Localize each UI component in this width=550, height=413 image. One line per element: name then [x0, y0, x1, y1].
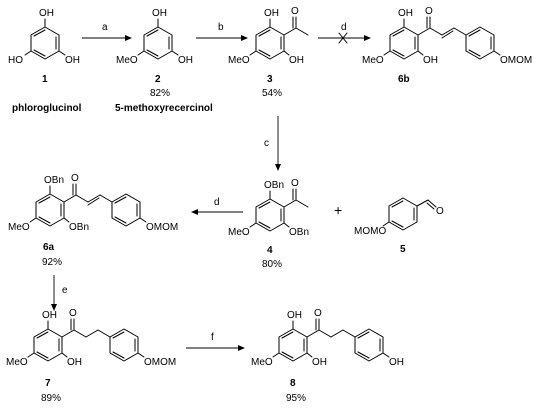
arrow-e: e — [51, 275, 68, 311]
compound-8: OH O MeO OH OH 8 95% — [251, 308, 404, 404]
methoxy-group: MeO — [116, 55, 138, 66]
methoxy-group: MeO — [251, 357, 273, 368]
mom-ether: MOMO — [354, 226, 386, 237]
condition-a: a — [102, 22, 108, 33]
compound-3: OH O MeO OH 3 54% — [228, 6, 309, 99]
plus-sign: + — [334, 202, 342, 218]
compound-yield: 92% — [42, 257, 62, 268]
hydroxyl-bottom: OH — [67, 357, 82, 368]
compound-yield: 80% — [262, 259, 282, 270]
ketone-oxygen: O — [425, 6, 433, 17]
compound-yield: 54% — [262, 88, 282, 99]
ketone-oxygen: O — [291, 6, 299, 17]
arrow-b: b — [196, 22, 248, 41]
benzyloxy-bottom: OBn — [289, 227, 309, 238]
compound-name: 5-methoxyrecercinol — [115, 103, 213, 114]
compound-5: O MOMO 5 — [354, 197, 444, 255]
compound-number: 6a — [43, 242, 55, 253]
compound-number: 6b — [398, 74, 410, 85]
compound-number: 5 — [400, 244, 406, 255]
hydroxyl-top: OH — [152, 8, 167, 19]
ketone-oxygen: O — [69, 308, 77, 319]
compound-2: OH MeO OH 2 82% 5-methoxyrecercinol — [115, 8, 213, 114]
hydroxyl-left: HO — [8, 55, 23, 66]
compound-7: OH O MeO OH OMOM 7 89% — [6, 308, 176, 404]
hydroxyl-right: OH — [178, 55, 193, 66]
condition-e: e — [62, 285, 68, 296]
hydroxyl-bottom: OH — [312, 357, 327, 368]
ketone-oxygen: O — [291, 178, 299, 189]
compound-number: 3 — [267, 74, 273, 85]
mom-ether: OMOM — [500, 55, 532, 66]
condition-b: b — [218, 22, 224, 33]
condition-f: f — [211, 332, 214, 343]
compound-number: 2 — [155, 74, 161, 85]
ketone-oxygen: O — [314, 308, 322, 319]
benzyloxy-bottom: OBn — [69, 222, 89, 233]
compound-number: 8 — [290, 378, 296, 389]
compound-number: 1 — [42, 74, 48, 85]
arrow-a: a — [82, 22, 132, 41]
compound-name: phloroglucinol — [12, 103, 82, 114]
methoxy-group: MeO — [228, 55, 250, 66]
aldehyde-oxygen: O — [436, 206, 444, 217]
benzyloxy-top: OBn — [264, 180, 284, 191]
hydroxyl-top: OH — [39, 8, 54, 19]
arrow-d-blocked: d — [318, 22, 371, 44]
compound-4: OBn O MeO OBn 4 80% — [228, 178, 309, 270]
hydroxyl-top: OH — [287, 310, 302, 321]
compound-number: 4 — [267, 245, 273, 256]
hydroxyl-bottom: OH — [289, 55, 304, 66]
benzyloxy-top: OBn — [44, 175, 64, 186]
hydroxyl-right: OH — [65, 55, 80, 66]
hydroxyl-top: OH — [264, 8, 279, 19]
condition-d: d — [214, 197, 220, 208]
hydroxyl-top: OH — [398, 8, 413, 19]
methoxy-group: MeO — [228, 227, 250, 238]
compound-1: OH HO OH 1 phloroglucinol — [8, 8, 82, 114]
methoxy-group: MeO — [8, 222, 30, 233]
compound-yield: 82% — [150, 88, 170, 99]
methoxy-group: MeO — [6, 357, 28, 368]
mom-ether: OMOM — [144, 357, 176, 368]
arrow-f: f — [186, 332, 245, 351]
hydroxyl-top: OH — [42, 310, 57, 321]
compound-yield: 95% — [286, 393, 306, 404]
hydroxyl-para: OH — [389, 357, 404, 368]
arrow-c: c — [264, 116, 281, 171]
compound-6a: OBn O MeO OBn OMOM 6a 92% — [8, 173, 178, 268]
condition-c: c — [264, 138, 269, 149]
arrow-d: d — [191, 197, 243, 215]
compound-6b: OH O MeO OH OMOM 6b — [362, 6, 532, 85]
ketone-oxygen: O — [71, 173, 79, 184]
methoxy-group: MeO — [362, 55, 384, 66]
hydroxyl-bottom: OH — [423, 55, 438, 66]
mom-ether: OMOM — [146, 222, 178, 233]
compound-yield: 89% — [41, 393, 61, 404]
compound-number: 7 — [45, 378, 51, 389]
condition-d: d — [341, 22, 347, 33]
